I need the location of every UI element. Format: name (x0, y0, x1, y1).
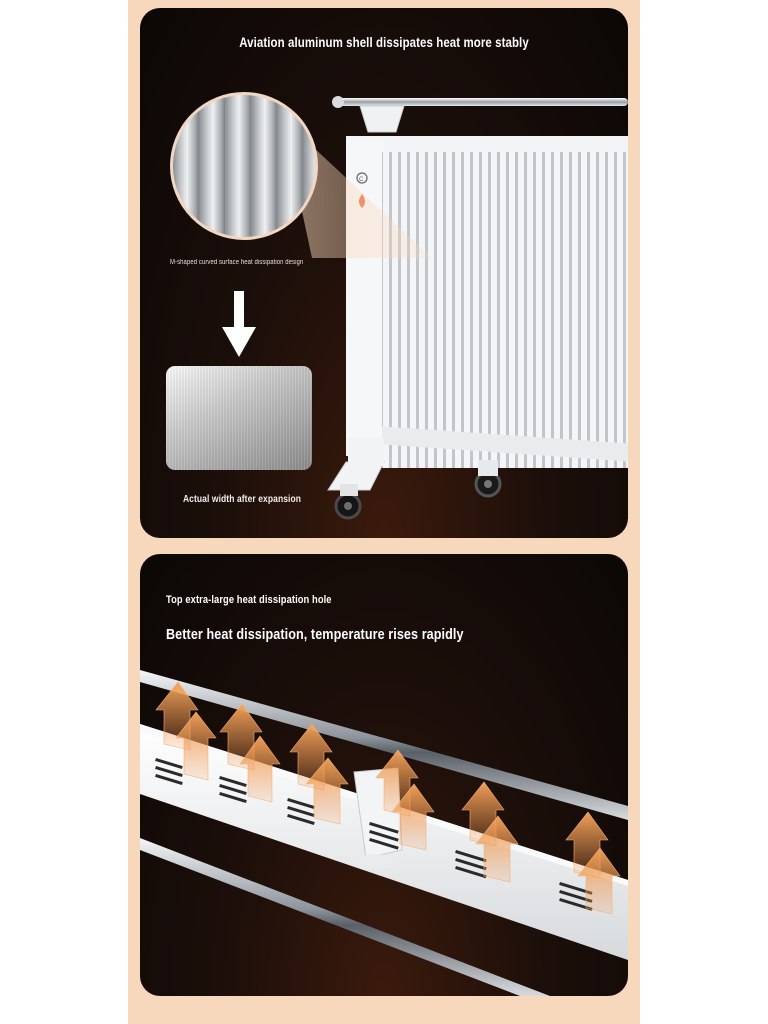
headline-heat-dissipation: Better heat dissipation, temperature ris… (166, 626, 464, 643)
caption-actual-width: Actual width after expansion (182, 494, 302, 505)
feature-panel-aluminum-shell: Aviation aluminum shell dissipates heat … (140, 8, 628, 538)
headline-aluminum-shell: Aviation aluminum shell dissipates heat … (239, 34, 529, 50)
feature-panel-heat-dissipation: Top extra-large heat dissipation hole Be… (140, 554, 628, 996)
expanded-metal-plate (166, 366, 312, 470)
caption-curved-surface: M-shaped curved surface heat dissipation… (170, 259, 304, 266)
caption-heat-hole: Top extra-large heat dissipation hole (166, 594, 332, 606)
svg-text:C: C (359, 177, 364, 183)
heater-product-image: C (327, 96, 628, 520)
towel-rail-image (140, 670, 628, 996)
magnifier-closeup-icon (170, 92, 318, 240)
arrow-down-icon (222, 291, 256, 357)
